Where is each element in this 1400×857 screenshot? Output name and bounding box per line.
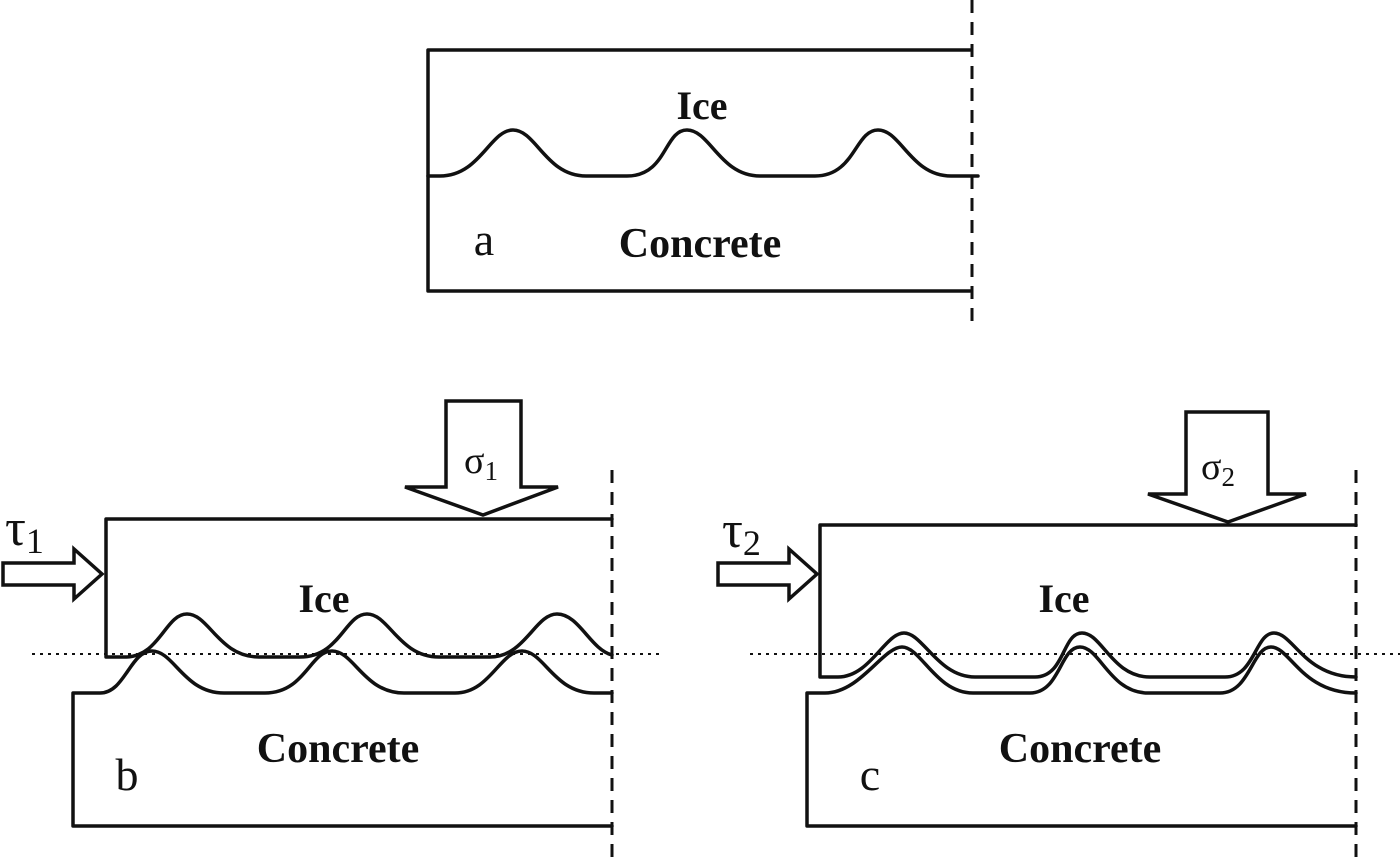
panel-c-concrete-label: Concrete (999, 726, 1161, 772)
panel-b-shear-stress-label: τ1 (5, 500, 44, 561)
panel-a-concrete-label: Concrete (619, 221, 781, 267)
panel-b-ice-label: Ice (298, 576, 349, 621)
panel-b-concrete-block (71, 649, 614, 828)
panel-a-interface-profile (426, 128, 980, 178)
panel-c-shear-stress-arrow (716, 545, 820, 603)
panel-b-concrete-label: Concrete (257, 726, 419, 772)
panel-c: σ2 τ2 Ice Concrete c (716, 410, 1400, 857)
panel-b-shear-stress-arrow (1, 545, 105, 603)
panel-c-normal-stress-arrow (1147, 410, 1307, 524)
panel-c-ice-block (818, 523, 1358, 679)
panel-c-concrete-block (805, 645, 1358, 828)
panel-a-block-outline (426, 48, 972, 293)
panel-c-shear-stress-label: τ2 (722, 502, 761, 563)
panel-a-ice-label: Ice (676, 83, 727, 128)
panel-b-normal-stress-label: σ1 (464, 440, 498, 486)
panel-c-normal-stress-label: σ2 (1201, 446, 1235, 492)
panel-c-ice-label: Ice (1038, 576, 1089, 621)
panel-b: σ1 τ1 Ice Concrete b (1, 399, 662, 857)
panel-a: Ice Concrete a (426, 0, 980, 330)
panel-b-ice-block (104, 517, 614, 659)
panel-b-tag: b (116, 749, 139, 800)
panel-c-tag: c (860, 749, 880, 800)
panel-a-tag: a (474, 214, 494, 265)
panel-b-normal-stress-arrow (404, 399, 559, 517)
